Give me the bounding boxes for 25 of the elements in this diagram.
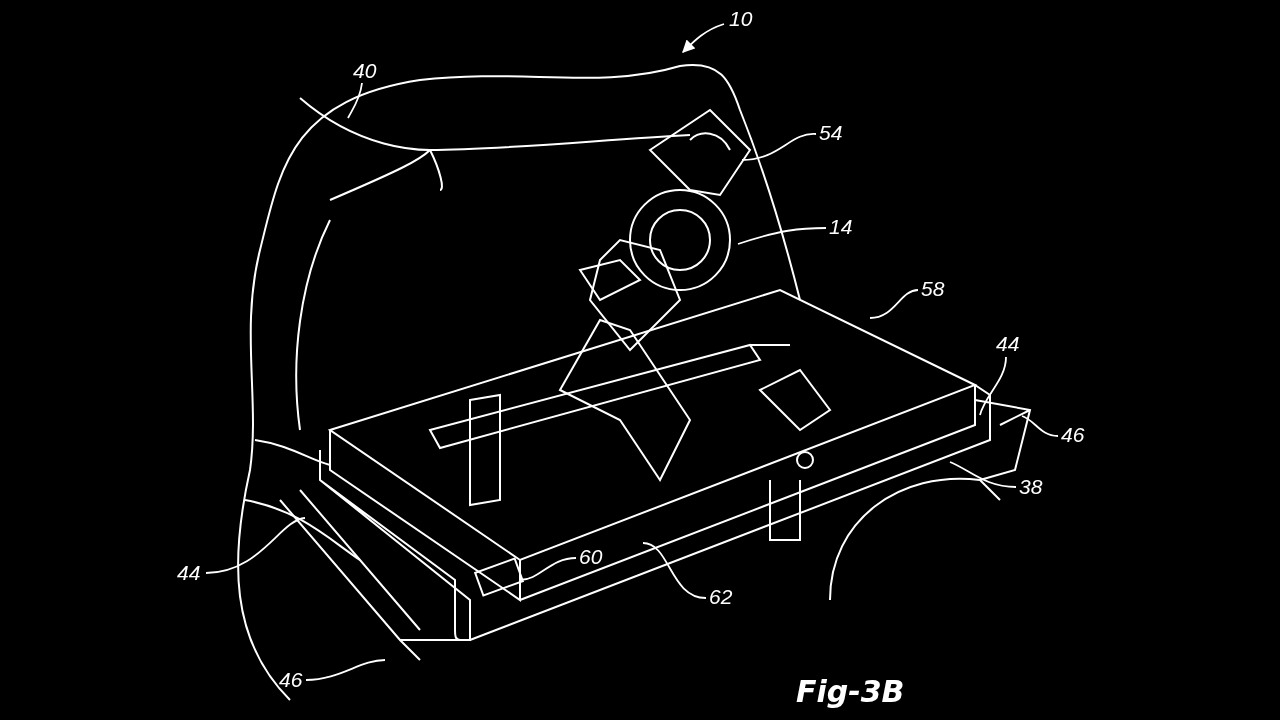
leader-line	[1021, 415, 1059, 437]
callout-number: 62	[708, 586, 734, 608]
callout-number: 44	[995, 333, 1021, 355]
leader-line	[737, 227, 827, 245]
callout-number: 60	[578, 546, 604, 568]
callout-number: 54	[818, 122, 844, 144]
callout-number: 44	[176, 562, 202, 584]
callout-number: 14	[828, 216, 854, 238]
callout-number: 58	[920, 278, 946, 300]
callout-number: 46	[278, 669, 304, 691]
callout-number: 40	[352, 60, 378, 82]
leader-line	[519, 557, 577, 581]
callout-number: 10	[728, 8, 754, 30]
leader-line	[205, 517, 306, 574]
callout-number: 46	[1060, 424, 1086, 446]
callout-number: 38	[1018, 476, 1044, 498]
leader-line	[741, 133, 817, 161]
leader-line	[642, 542, 707, 599]
arrow	[682, 23, 725, 53]
leader-line	[869, 289, 919, 319]
leader-line	[347, 82, 363, 119]
leader-line	[979, 356, 1007, 416]
leader-line	[305, 659, 386, 681]
leader-line	[949, 461, 1017, 488]
figure-caption: Fig-3B	[796, 675, 905, 709]
